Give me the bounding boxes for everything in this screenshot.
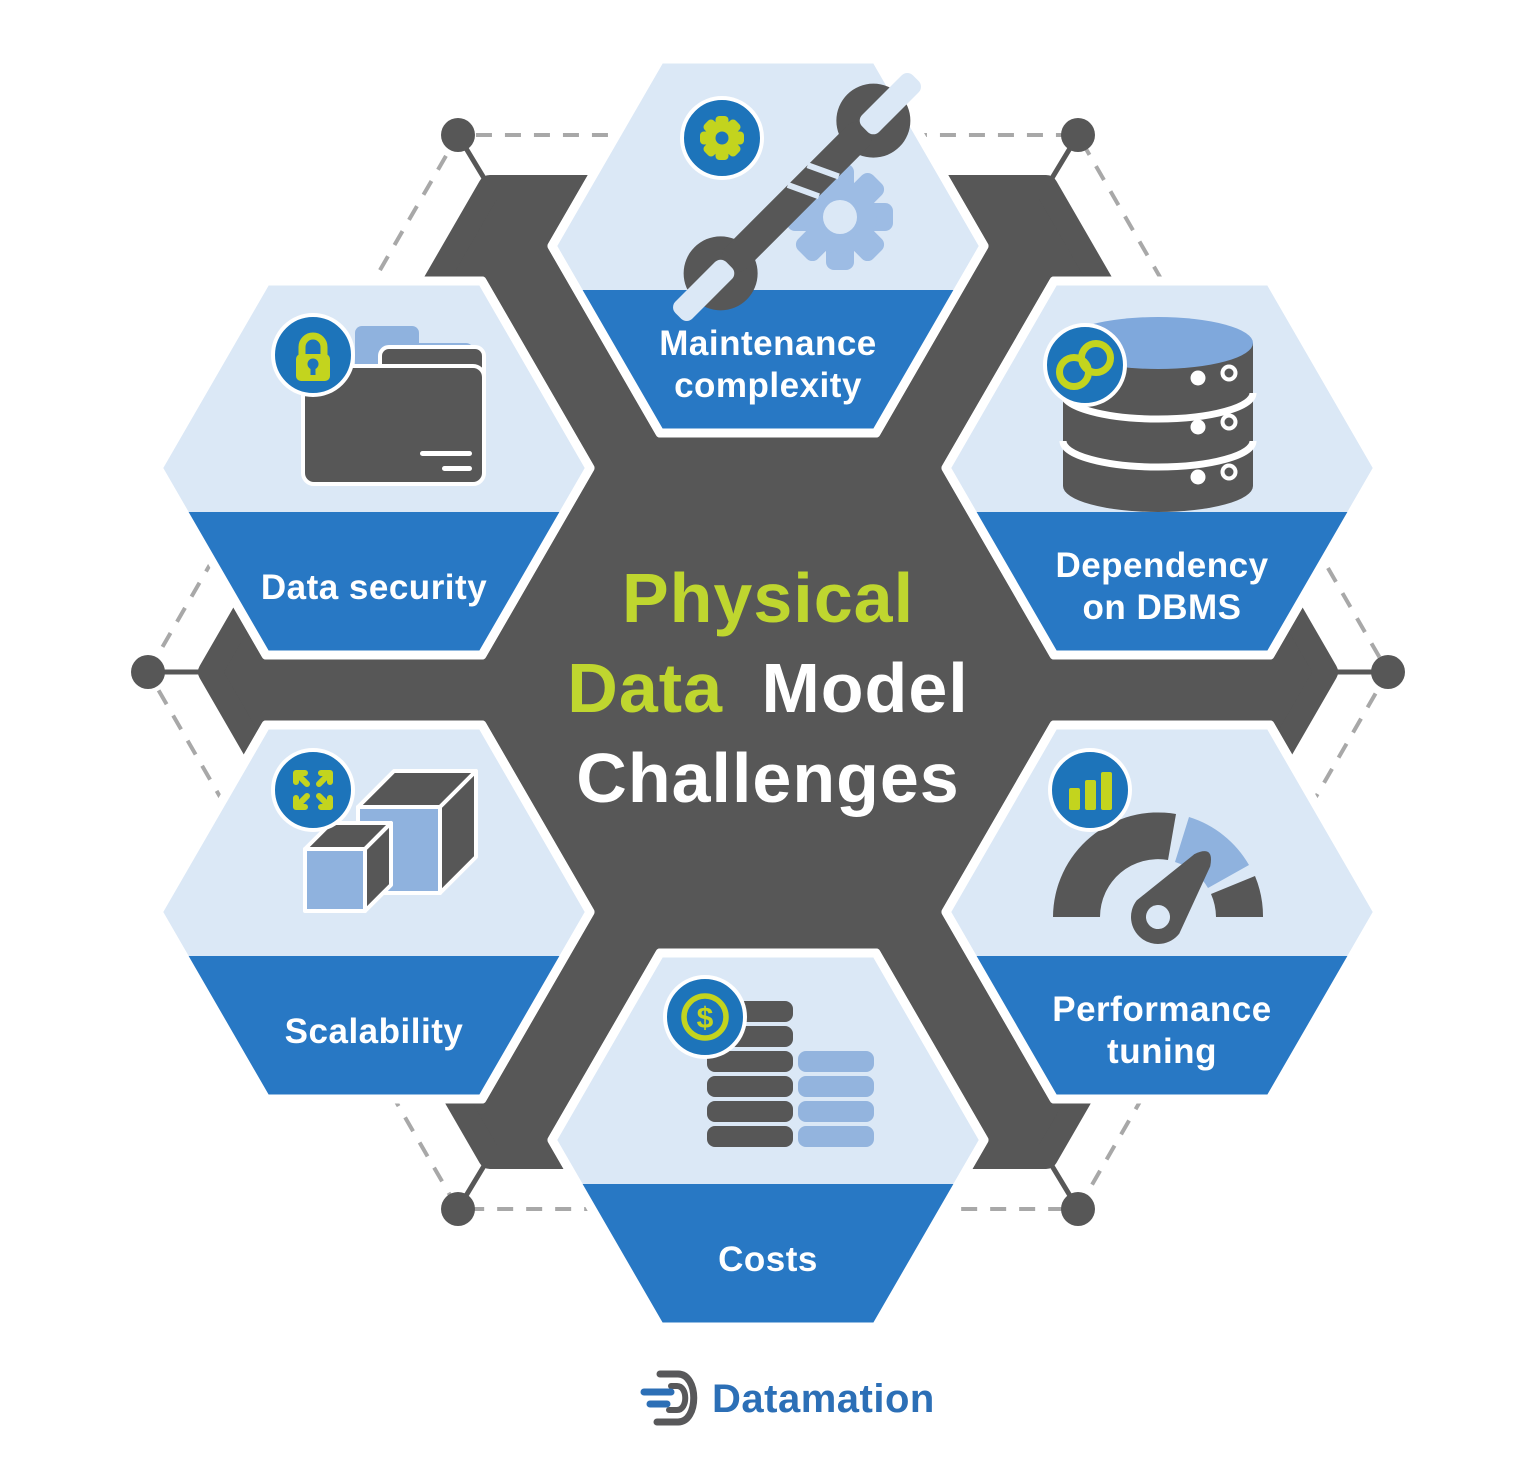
hexagon-data-security: Data security	[153, 276, 595, 660]
node-dot-right	[1371, 655, 1405, 689]
gauge-icon	[1053, 812, 1264, 944]
gauge-needle	[1131, 851, 1211, 944]
label-performance-line1: Performance	[1052, 990, 1271, 1029]
label-band	[578, 1184, 958, 1327]
badge-expand	[271, 748, 355, 832]
node-dot-left	[131, 655, 165, 689]
label-maintenance-line2: complexity	[674, 366, 862, 405]
node-dot-top-right	[1061, 118, 1095, 152]
node-dot-bottom-right	[1061, 1192, 1095, 1226]
hexagon-performance-tuning: Performance tuning	[941, 720, 1383, 1104]
label-band	[184, 956, 564, 1099]
locked-folder-icon	[301, 326, 486, 486]
hexagon-maintenance-complexity: Maintenance complexity	[547, 54, 989, 438]
hexagon-scalability: Scalability	[153, 720, 595, 1104]
padlock-icon	[296, 332, 330, 381]
chain-link-icon	[1056, 340, 1114, 390]
brand-name: Datamation	[712, 1377, 935, 1421]
title-word-model: Model	[761, 649, 968, 727]
center-title: Physical Data Model Challenges	[567, 559, 968, 817]
title-word-challenges: Challenges	[576, 739, 959, 817]
hexagon-costs: $ Costs	[547, 948, 989, 1332]
label-performance-line2: tuning	[1107, 1032, 1217, 1071]
cubes-icon	[303, 769, 478, 913]
label-costs: Costs	[718, 1240, 818, 1279]
gear-icon	[700, 116, 744, 160]
expand-arrows-icon	[293, 770, 333, 810]
label-dbms-line2: on DBMS	[1082, 588, 1241, 627]
title-word-data: Data	[567, 649, 723, 727]
title-line-2: Data Model	[567, 649, 968, 727]
label-band	[972, 956, 1352, 1099]
label-maintenance-line1: Maintenance	[659, 324, 877, 363]
label-band	[972, 512, 1352, 655]
dollar-symbol: $	[697, 1002, 714, 1035]
label-scalability: Scalability	[285, 1012, 464, 1051]
node-dot-top-left	[441, 118, 475, 152]
title-word-physical: Physical	[622, 559, 914, 637]
badge-bar-chart	[1048, 748, 1132, 832]
node-dot-bottom-left	[441, 1192, 475, 1226]
wrench	[673, 73, 921, 321]
badge-dollar: $	[663, 975, 747, 1059]
hexagon-dependency-dbms: Dependency on DBMS	[941, 276, 1383, 660]
label-data-security: Data security	[261, 568, 487, 607]
badge-chain-link	[1043, 323, 1127, 407]
badge-gear	[680, 96, 764, 180]
node-dots	[131, 118, 1405, 1226]
label-dbms-line1: Dependency	[1055, 546, 1268, 585]
bar-chart-icon	[1069, 772, 1112, 810]
dollar-coin-icon: $	[681, 993, 729, 1041]
label-band	[578, 290, 958, 433]
datamation-logo-mark	[640, 1370, 698, 1426]
wrench-and-gear-icon	[673, 73, 921, 321]
badge-padlock	[271, 313, 355, 397]
datamation-logo: Datamation	[640, 1370, 935, 1426]
label-band	[184, 512, 564, 655]
